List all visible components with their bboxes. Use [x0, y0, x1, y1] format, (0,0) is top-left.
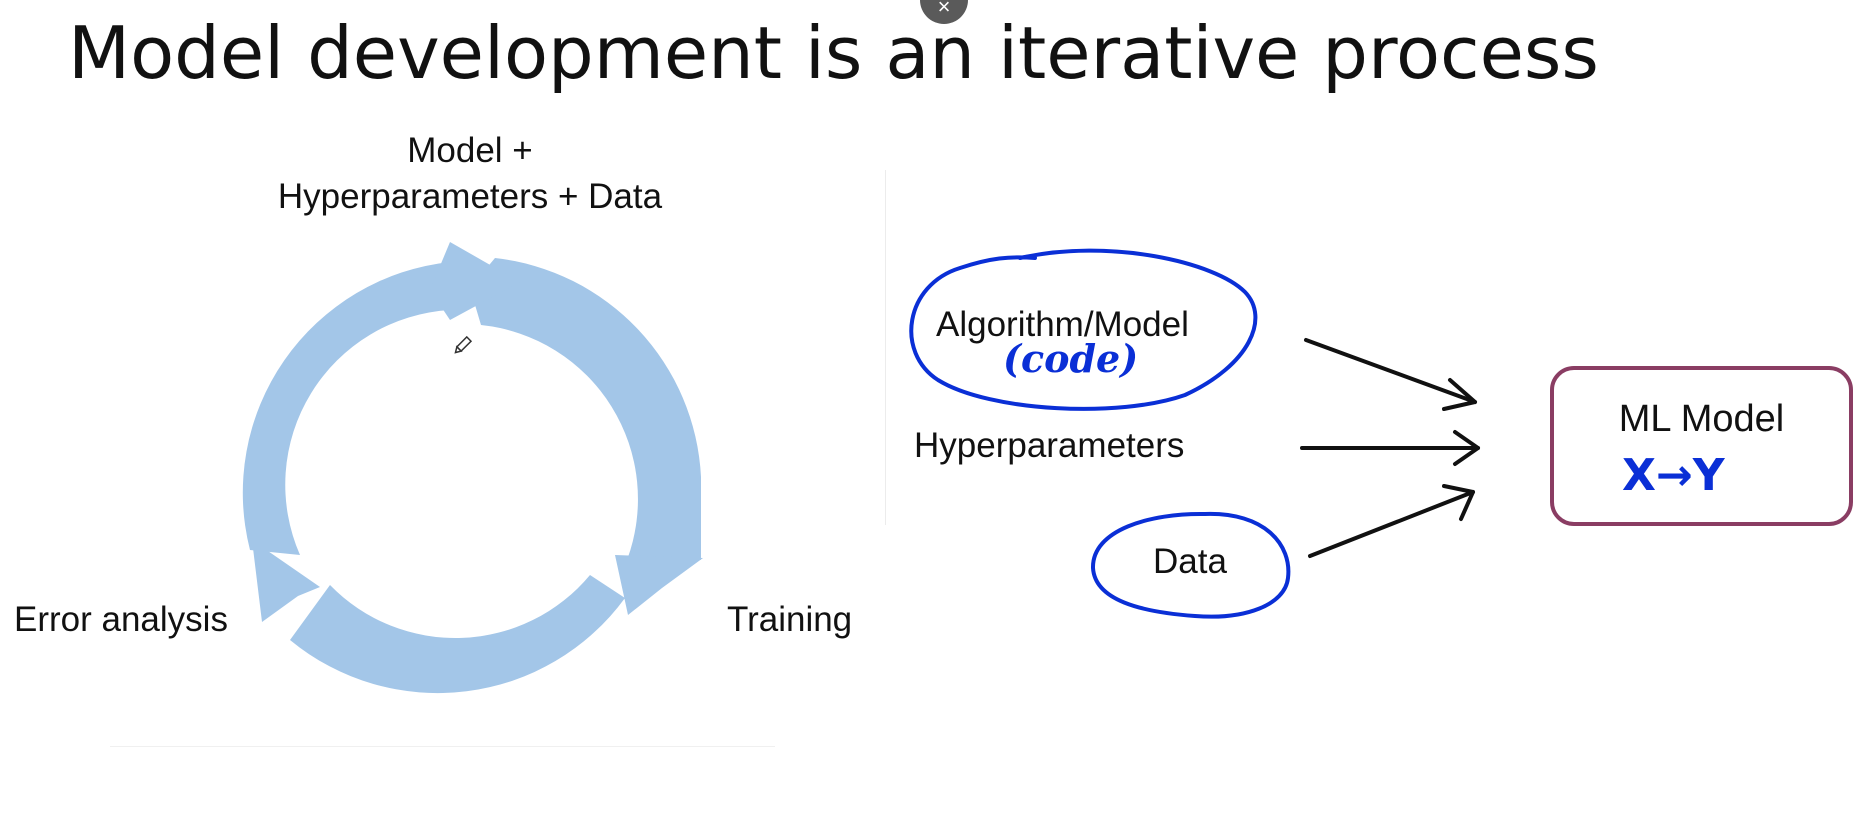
cycle-label-error-analysis: Error analysis [14, 600, 228, 639]
input-data: Data [1153, 542, 1227, 581]
ink-circle-algorithm [909, 248, 1258, 411]
ml-model-label: ML Model [1618, 398, 1785, 440]
pencil-cursor-icon [454, 335, 473, 354]
ink-circle-data [1090, 511, 1291, 619]
cycle-arrowhead-top [430, 242, 520, 320]
cycle-arrowhead-left [252, 540, 320, 622]
cycle-arrowhead-right [615, 555, 703, 615]
arrowhead-from-data [1442, 484, 1475, 521]
input-algorithm-model: Algorithm/Model [936, 305, 1189, 344]
arrow-from-data [1308, 490, 1475, 558]
arrowhead-from-hyperparameters [1453, 430, 1480, 466]
annotation-x-to-y: X→Y [1622, 450, 1725, 501]
arrow-from-algorithm [1304, 338, 1477, 404]
baseline-rule [110, 746, 775, 747]
cycle-top-label-line1: Model + [407, 131, 533, 170]
cycle-label-training: Training [727, 600, 853, 639]
input-hyperparameters: Hyperparameters [914, 426, 1185, 465]
annotation-code: (code) [1003, 336, 1139, 381]
slide-title: Model development is an iterative proces… [68, 11, 1599, 95]
arrowhead-from-algorithm [1442, 378, 1477, 411]
ml-model-box: ML Model X→Y [1550, 366, 1853, 526]
vertical-divider [885, 170, 886, 525]
cycle-arrow-top [470, 258, 701, 560]
close-icon: × [937, 0, 951, 19]
cycle-top-label: Model + Hyperparameters + Data [240, 128, 700, 220]
cycle-arrow-bottom [290, 575, 625, 694]
cycle-top-label-line2: Hyperparameters + Data [277, 177, 663, 216]
cycle-arrow-left [242, 262, 450, 555]
